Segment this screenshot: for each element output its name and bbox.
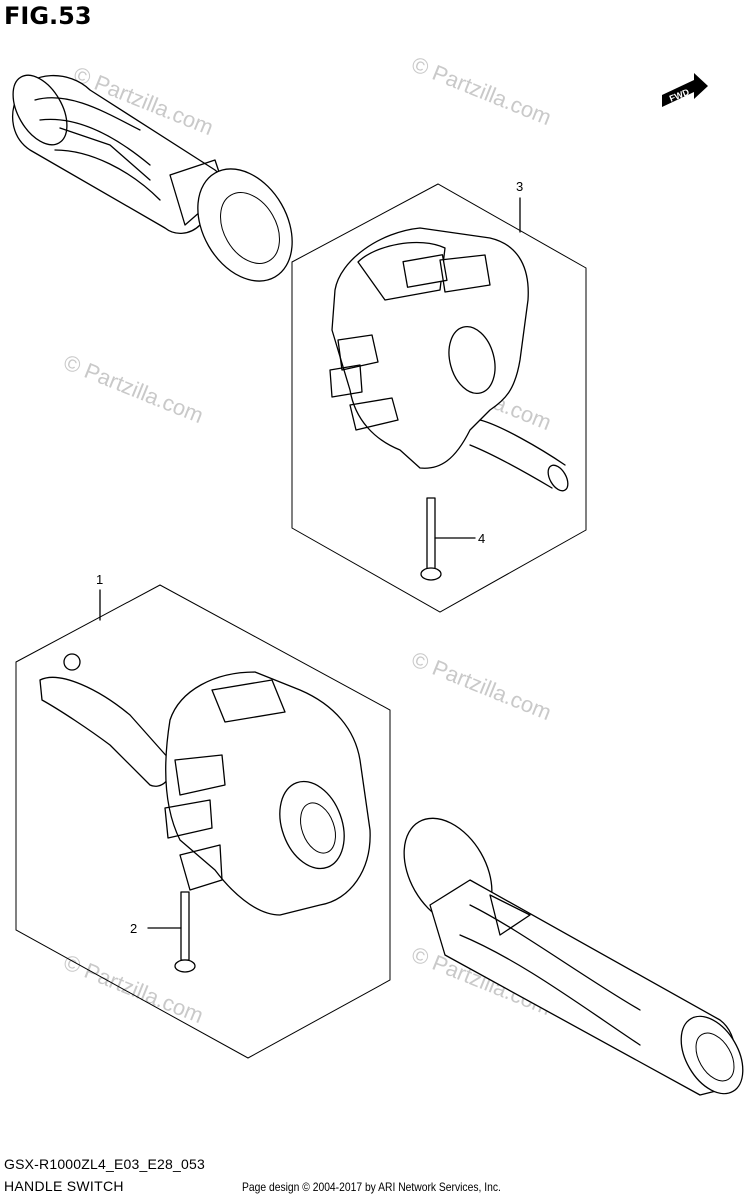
callout-1: 1: [96, 572, 103, 587]
left-grip-drawing: [12, 74, 293, 282]
callout-2: 2: [130, 921, 137, 936]
watermark-text: © Partzilla.com: [408, 646, 555, 725]
model-code: GSX-R1000ZL4_E03_E28_053: [4, 1156, 205, 1172]
page-credit: Page design © 2004-2017 by ARI Network S…: [242, 1180, 501, 1194]
watermark-text: © Partzilla.com: [60, 349, 207, 428]
right-grip-drawing: [403, 817, 744, 1096]
part-1-outline: [15, 584, 391, 1059]
section-name: HANDLE SWITCH: [4, 1178, 124, 1194]
fwd-arrow-icon: FWD: [662, 73, 708, 107]
watermark-text: © Partzilla.com: [408, 51, 555, 130]
part-3-outline: [291, 183, 587, 613]
figure-title: FIG.53: [4, 2, 92, 30]
callout-4: 4: [478, 531, 485, 546]
part-3-group: 3 4: [291, 179, 587, 613]
callout-3: 3: [516, 179, 523, 194]
fwd-label: FWD: [668, 87, 691, 104]
part-1-group: 1 2: [15, 572, 391, 1059]
